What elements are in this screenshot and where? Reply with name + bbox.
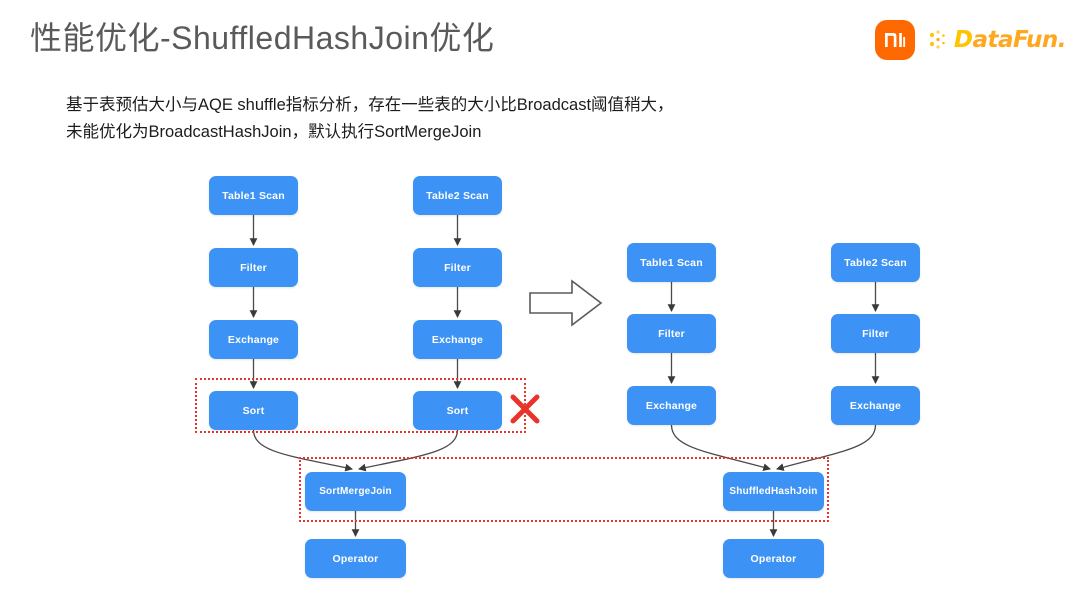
node-operator-right[interactable]: Operator	[723, 539, 824, 578]
node-exchange-right-1[interactable]: Exchange	[627, 386, 716, 425]
node-sort-merge-join[interactable]: SortMergeJoin	[305, 472, 406, 511]
node-table1-scan-left[interactable]: Table1 Scan	[209, 176, 298, 215]
xiaomi-logo-icon	[874, 20, 915, 60]
node-table2-scan-right[interactable]: Table2 Scan	[831, 243, 920, 282]
node-operator-left[interactable]: Operator	[305, 539, 406, 578]
datafun-wordmark-d: D	[953, 26, 973, 53]
node-sort-left-2[interactable]: Sort	[413, 391, 502, 430]
transform-arrow-icon	[529, 279, 603, 327]
node-exchange-left-1[interactable]: Exchange	[209, 320, 298, 359]
page-title: 性能优化-ShuffledHashJoin优化	[30, 20, 495, 56]
node-filter-left-2[interactable]: Filter	[413, 248, 502, 287]
description-line-2: 未能优化为BroadcastHashJoin，默认执行SortMergeJoin	[66, 123, 482, 141]
node-filter-right-1[interactable]: Filter	[627, 314, 716, 353]
description-line-1: 基于表预估大小与AQE shuffle指标分析，存在一些表的大小比Broadca…	[66, 96, 674, 114]
datafun-wordmark: DataFun.	[953, 26, 1067, 53]
datafun-dots-icon	[929, 30, 945, 49]
sort-removed-x-icon	[510, 394, 540, 424]
node-table2-scan-left[interactable]: Table2 Scan	[413, 176, 502, 215]
node-shuffled-hash-join[interactable]: ShuffledHashJoin	[723, 472, 824, 511]
join-stage-highlight-box	[299, 457, 829, 522]
node-exchange-right-2[interactable]: Exchange	[831, 386, 920, 425]
datafun-wordmark-rest: ataFun.	[972, 26, 1066, 53]
node-filter-right-2[interactable]: Filter	[831, 314, 920, 353]
description-paragraph: 基于表预估大小与AQE shuffle指标分析，存在一些表的大小比Broadca…	[66, 92, 966, 146]
node-filter-left-1[interactable]: Filter	[209, 248, 298, 287]
datafun-logo: DataFun.	[929, 26, 1067, 53]
node-exchange-left-2[interactable]: Exchange	[413, 320, 502, 359]
node-sort-left-1[interactable]: Sort	[209, 391, 298, 430]
logo-group: DataFun.	[874, 20, 1067, 60]
node-table1-scan-right[interactable]: Table1 Scan	[627, 243, 716, 282]
